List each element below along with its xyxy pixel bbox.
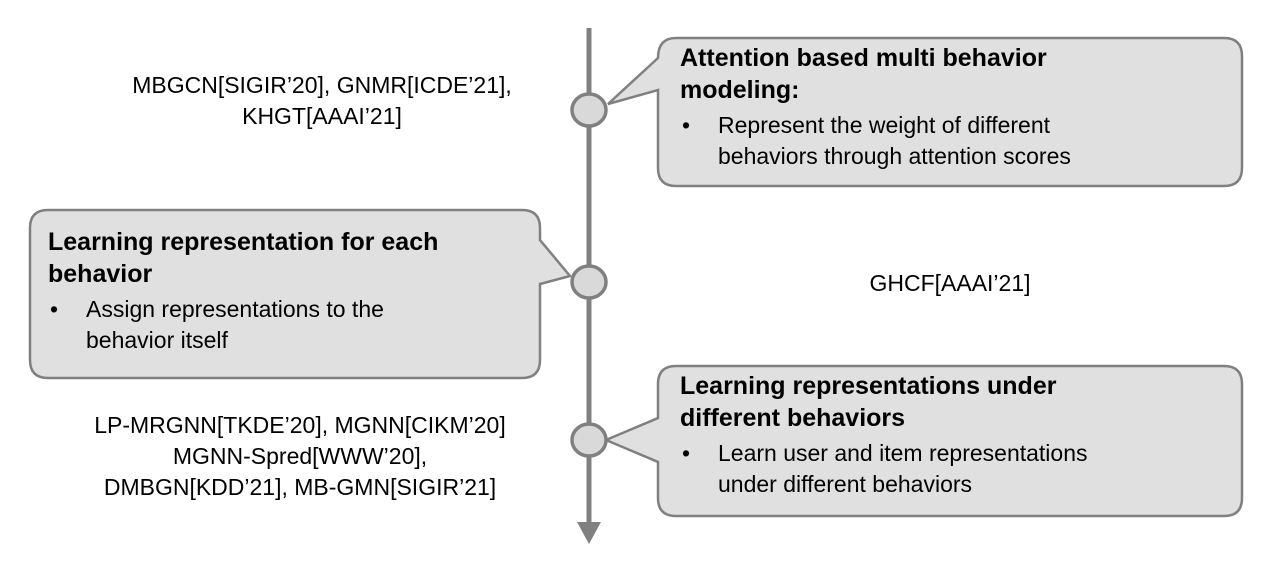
callout-under-behaviors: Learning representations under different… [680, 370, 1088, 500]
callout-title: Learning representations under different… [680, 370, 1088, 434]
title-line: modeling: [680, 76, 800, 104]
callout-bullet: • Learn user and item representations un… [680, 438, 1088, 500]
refs-line: KHGT[AAAI’21] [242, 103, 402, 129]
timeline-arrowhead [577, 522, 601, 544]
bullet-dot: • [682, 440, 691, 466]
bullet-line: under different behaviors [718, 471, 973, 497]
callout-attention: Attention based multi behavior modeling:… [680, 42, 1071, 172]
timeline-node-1 [570, 92, 608, 128]
refs-line: LP-MRGNN[TKDE’20], MGNN[CIKM’20] [94, 412, 506, 438]
refs-attention: MBGCN[SIGIR’20], GNMR[ICDE’21], KHGT[AAA… [62, 70, 582, 132]
callout-bullet: • Assign representations to the behavior… [48, 294, 438, 356]
callout-attention-shape [607, 36, 1244, 188]
refs-line: GHCF[AAAI’21] [869, 270, 1031, 296]
bullet-dot: • [682, 112, 691, 138]
title-line: Attention based multi behavior [680, 44, 1047, 72]
callout-under-behaviors-shape [602, 364, 1244, 518]
title-line: different behaviors [680, 404, 906, 432]
timeline-node-2 [570, 264, 608, 300]
bullet-line: behavior itself [86, 327, 228, 353]
timeline-node-3 [570, 422, 608, 458]
bullet-line: Learn user and item representations [718, 440, 1088, 466]
title-line: behavior [48, 260, 153, 288]
bullet-line: Represent the weight of different [718, 112, 1051, 138]
callout-per-behavior-shape [28, 208, 573, 380]
callout-bullet: • Represent the weight of different beha… [680, 110, 1071, 172]
title-line: Learning representation for each [48, 228, 439, 256]
bullet-line: Assign representations to the [86, 296, 384, 322]
callout-title: Learning representation for each behavio… [48, 226, 438, 290]
refs-per-behavior: GHCF[AAAI’21] [660, 268, 1240, 299]
bullet-line: behaviors through attention scores [718, 143, 1071, 169]
title-line: Learning representations under [680, 372, 1057, 400]
refs-line: MGNN-Spred[WWW’20], [172, 443, 428, 469]
callout-title: Attention based multi behavior modeling: [680, 42, 1071, 106]
callout-per-behavior: Learning representation for each behavio… [48, 226, 438, 356]
bullet-dot: • [50, 296, 59, 322]
refs-under-behaviors: LP-MRGNN[TKDE’20], MGNN[CIKM’20] MGNN-Sp… [40, 410, 560, 503]
refs-line: MBGCN[SIGIR’20], GNMR[ICDE’21], [132, 72, 512, 98]
refs-line: DMBGN[KDD’21], MB-GMN[SIGIR’21] [103, 474, 497, 500]
